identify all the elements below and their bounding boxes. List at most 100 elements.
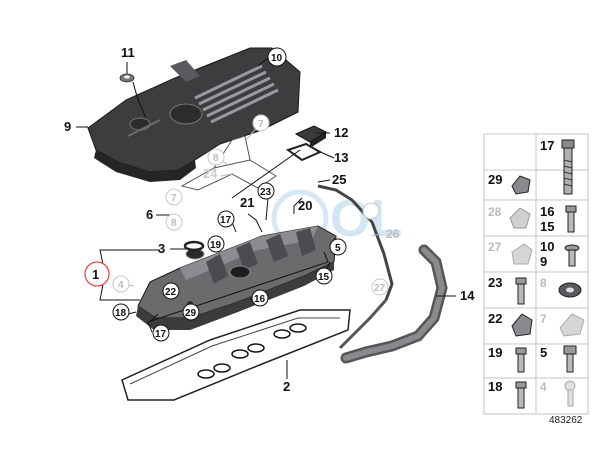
svg-text:7: 7 [171,193,177,204]
svg-text:17: 17 [220,215,232,226]
svg-text:23: 23 [260,187,272,198]
svg-text:15: 15 [318,272,330,283]
svg-text:8: 8 [213,153,219,164]
svg-text:4: 4 [118,280,124,291]
svg-text:OL: OL [330,190,402,248]
svg-text:10: 10 [540,239,554,254]
svg-text:16: 16 [254,294,266,305]
grid-cell-8: 8 [540,276,582,298]
grid-cell-19: 19 [488,345,527,373]
callout-11: 11 [121,45,135,60]
callout-14: 14 [460,288,475,303]
svg-text:19: 19 [488,345,502,360]
svg-text:27: 27 [488,240,502,254]
svg-text:22: 22 [165,287,177,298]
grid-cell-17: 17 [540,138,575,195]
callout-25: 25 [332,172,346,187]
grid-cell-10-9: 10 9 [540,239,580,269]
callout-7-mid: 7 [165,188,183,206]
svg-text:2: 2 [283,379,290,394]
svg-text:5: 5 [335,243,341,254]
svg-text:8: 8 [540,276,547,290]
engine-cover [87,47,301,182]
grid-cell-4: 4 [540,380,576,407]
svg-text:16: 16 [540,204,554,219]
svg-text:20: 20 [298,198,312,213]
svg-text:6: 6 [146,207,153,222]
grid-cell-5: 5 [540,345,577,373]
callout-7-top: 7 [252,114,270,132]
callout-27: 27 [371,278,389,296]
callout-13: 13 [334,150,348,165]
svg-text:7: 7 [258,119,264,130]
callout-8-mid: 8 [165,213,183,231]
callout-20: 20 [298,198,312,213]
svg-text:17: 17 [540,138,554,153]
svg-text:29: 29 [185,308,197,319]
svg-text:24: 24 [203,166,218,181]
callout-6: 6 [146,207,153,222]
callout-10: 10 [267,47,287,67]
callout-16: 16 [251,289,269,307]
callout-17-top: 17 [217,210,235,228]
svg-text:10: 10 [271,53,283,64]
spark-plug-gaskets [197,323,307,379]
callout-2: 2 [283,379,290,394]
seal-ring-part [285,142,323,162]
svg-text:15: 15 [540,219,554,234]
svg-text:29: 29 [488,172,502,187]
grid-cell-18: 18 [488,379,527,409]
svg-text:18: 18 [115,308,127,319]
grid-cell-29: 29 [488,172,531,195]
bracket-part [180,135,277,191]
callout-15: 15 [315,267,333,285]
grid-cell-28: 28 [488,205,531,229]
callout-17-bottom: 17 [152,324,170,342]
svg-text:1: 1 [92,267,99,282]
svg-text:14: 14 [460,288,475,303]
grid-cell-22: 22 [488,311,533,337]
cap-part [294,125,328,148]
callout-29: 29 [182,303,200,321]
svg-text:25: 25 [332,172,346,187]
callout-22: 22 [162,282,180,300]
grid-cell-16-15: 16 15 [540,204,577,234]
svg-text:12: 12 [334,125,348,140]
callout-5: 5 [329,238,347,256]
cylinder-head-cover [136,225,337,330]
callout-12: 12 [334,125,348,140]
svg-text:3: 3 [158,241,165,256]
parts-grid: 17 29 28 16 15 27 10 9 [483,133,589,415]
diagram-ref-number: 483262 [549,415,583,426]
svg-text:4: 4 [540,380,547,394]
grid-cell-27: 27 [488,240,533,265]
svg-text:23: 23 [488,275,502,290]
grid-cell-7: 7 [540,312,585,337]
nut-part [119,73,135,83]
callout-19-top: 19 [207,235,225,253]
vent-hose [317,184,394,350]
svg-text:13: 13 [334,150,348,165]
svg-text:22: 22 [488,311,502,326]
hose-pipe [340,244,448,364]
callout-26: 26 [362,202,400,241]
svg-text:9: 9 [64,119,71,134]
svg-text:26: 26 [386,227,400,241]
svg-text:9: 9 [540,254,547,269]
svg-text:18: 18 [488,379,502,394]
callout-23: 23 [257,182,275,200]
grid-cell-23: 23 [488,275,527,305]
gasket [121,309,351,401]
svg-text:8: 8 [171,218,177,229]
callout-21: 21 [240,195,254,210]
oil-filler-seal [183,240,205,252]
callout-3: 3 [158,241,165,256]
callout-24: 24 [203,166,218,181]
callout-4: 4 [112,275,130,293]
svg-text:5: 5 [540,345,547,360]
svg-text:27: 27 [374,283,386,294]
svg-text:11: 11 [121,45,135,60]
svg-text:17: 17 [155,329,167,340]
